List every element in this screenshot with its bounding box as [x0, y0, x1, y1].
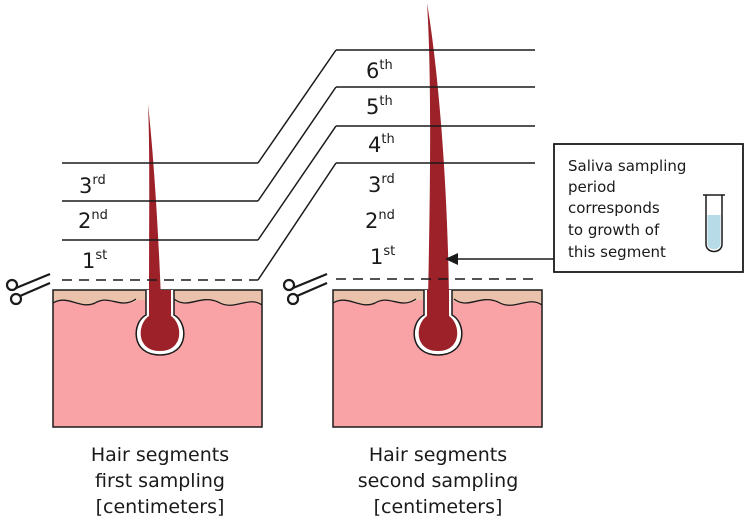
- hair-shaft-first: [148, 104, 161, 300]
- scissors-icon: [282, 272, 328, 306]
- hair-follicle-second: [413, 290, 463, 356]
- segment-labels-second: 1st 2nd 3rd 4th 5th 6th: [365, 58, 395, 269]
- note-line-3: corresponds: [568, 199, 660, 217]
- epidermis-line-first: [52, 298, 263, 306]
- pointer-arrow: [445, 253, 554, 265]
- caption-second-line-3: [centimeters]: [374, 496, 503, 518]
- segment-label-second-6: 6th: [366, 58, 393, 83]
- note-text: Saliva sampling period corresponds to gr…: [568, 157, 686, 261]
- segment-label-second-1: 1st: [370, 244, 395, 269]
- connector-lines: [257, 49, 337, 281]
- caption-first-line-3: [centimeters]: [96, 496, 225, 518]
- test-tube-icon: [703, 194, 725, 253]
- segment-label-first-3: 3rd: [79, 173, 106, 198]
- caption-first: Hair segments first sampling [centimeter…: [91, 444, 229, 518]
- note-line-4: to growth of: [568, 221, 660, 239]
- segment-lines-first: [62, 162, 258, 281]
- segment-labels-first: 1st 2nd 3rd: [78, 173, 108, 273]
- note-line-2: period: [568, 178, 616, 196]
- caption-second: Hair segments second sampling [centimete…: [358, 444, 519, 518]
- scissors-icon: [5, 272, 51, 306]
- hair-shaft-second: [427, 3, 449, 300]
- segment-label-second-3: 3rd: [368, 172, 395, 197]
- caption-second-line-1: Hair segments: [369, 444, 507, 466]
- note-line-1: Saliva sampling: [568, 157, 686, 175]
- segment-label-second-4: 4th: [368, 132, 395, 157]
- note-line-5: this segment: [568, 243, 666, 261]
- segment-lines-second: [336, 49, 535, 280]
- segment-label-second-2: 2nd: [365, 208, 395, 233]
- caption-first-line-1: Hair segments: [91, 444, 229, 466]
- caption-first-line-2: first sampling: [95, 470, 225, 492]
- caption-second-line-2: second sampling: [358, 470, 519, 492]
- epidermis-line-second: [332, 298, 543, 306]
- segment-label-first-2: 2nd: [78, 208, 108, 233]
- segment-label-first-1: 1st: [82, 248, 107, 273]
- hair-follicle-first: [135, 290, 185, 356]
- segment-label-second-5: 5th: [366, 94, 393, 119]
